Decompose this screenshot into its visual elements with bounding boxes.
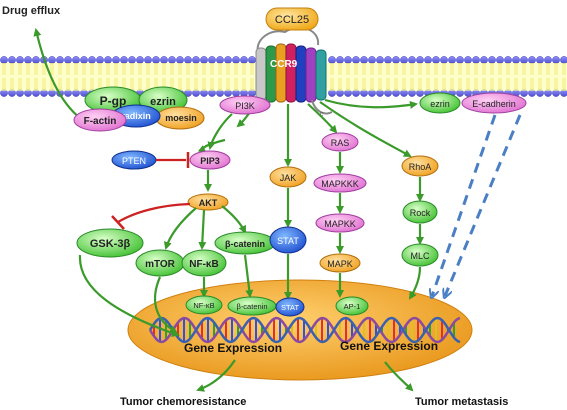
gsk3b-label: GSK-3β <box>90 238 131 250</box>
rock-label: Rock <box>410 208 431 218</box>
ccr9-receptor: c CCR9 <box>255 26 333 118</box>
mapkk-label: MAPKK <box>324 219 356 229</box>
mapk-node: MAPK <box>319 253 361 273</box>
nfkb-label: NF-κB <box>189 259 218 270</box>
nucleus-input-arrows <box>78 254 422 337</box>
akt-label: AKT <box>199 198 218 208</box>
radixin-label: radixin <box>121 111 151 121</box>
ecadherin-complex: ezrin E-cadherin <box>419 92 527 114</box>
pten-label: PTEN <box>122 156 146 166</box>
rock-node: Rock <box>402 200 438 224</box>
mtor-node: mTOR <box>135 249 185 277</box>
pi3k-label: PI3K <box>235 101 255 111</box>
nuclear-nfkb: NF-κB <box>185 295 223 315</box>
nfkb-node: NF-κB <box>181 249 227 277</box>
bcatenin-label: β-catenin <box>225 239 265 249</box>
ezrin-right-label: ezrin <box>430 99 450 109</box>
akt-node: AKT <box>187 193 229 211</box>
nuclear-stat: STAT <box>275 297 305 317</box>
ecadherin-dashed-arrows <box>432 114 522 296</box>
rhoa-node: RhoA <box>401 155 439 177</box>
nuclear-bcatenin: β-catenin <box>227 296 277 316</box>
ccl25-label: CCL25 <box>275 14 309 26</box>
ccl25-node: CCL25 <box>265 7 319 31</box>
nuclear-nfkb-label: NF-κB <box>193 301 214 310</box>
akt-inhibits-gsk3b <box>111 202 191 230</box>
jak-label: JAK <box>280 173 297 183</box>
mapkk-node: MAPKK <box>315 213 365 233</box>
mlc-node: MLC <box>401 243 439 267</box>
nucleus <box>127 279 473 381</box>
svg-text:c: c <box>320 111 324 118</box>
ras-node: RAS <box>321 132 359 152</box>
gsk3b-node: GSK-3β <box>76 228 144 258</box>
receptor-arrows <box>197 98 418 167</box>
gene-expression-left: Gene Expression <box>184 341 282 355</box>
nuclear-bcatenin-label: β-catenin <box>237 302 268 311</box>
mapkkk-label: MAPKKK <box>321 179 359 189</box>
rhoa-label: RhoA <box>409 162 432 172</box>
drug-efflux-label: Drug efflux <box>2 5 61 17</box>
mlc-label: MLC <box>410 251 430 261</box>
nuclear-ap1-label: AP-1 <box>344 302 361 311</box>
factin-label: F-actin <box>84 116 117 127</box>
pip3-node: PIP3 <box>189 150 231 170</box>
ezrin-label: ezrin <box>150 96 176 108</box>
mapk-label: MAPK <box>327 259 353 269</box>
mapkkk-node: MAPKKK <box>313 173 367 193</box>
nuclear-stat-label: STAT <box>281 303 299 312</box>
nucleus-output-arrows <box>196 359 414 392</box>
bcatenin-node: β-catenin <box>214 231 276 255</box>
dna-helix <box>148 316 461 344</box>
ecadherin-label: E-cadherin <box>472 99 516 109</box>
pgp-complex: P-gp ezrin moesin radixin F-actin <box>73 86 205 132</box>
tumor-metastasis-label: Tumor metastasis <box>415 396 508 408</box>
stat-label: STAT <box>277 236 299 246</box>
jak-node: JAK <box>269 166 307 188</box>
ccr9-label: CCR9 <box>270 59 298 70</box>
pten-node: PTEN <box>111 150 157 170</box>
gene-expression-right: Gene Expression <box>340 339 438 353</box>
ras-label: RAS <box>331 138 350 148</box>
stat-node: STAT <box>269 226 307 254</box>
pi3k-to-pip3-arrow <box>207 113 233 150</box>
pi3k-node: PI3K <box>219 95 271 115</box>
mtor-label: mTOR <box>145 259 176 270</box>
akt-outgoing-arrows <box>163 205 246 250</box>
pgp-label: P-gp <box>100 94 127 108</box>
pip3-label: PIP3 <box>200 156 220 166</box>
nuclear-ap1: AP-1 <box>335 296 369 316</box>
pten-inhibits-pip3 <box>156 152 190 168</box>
tumor-chemoresistance-label: Tumor chemoresistance <box>120 396 246 408</box>
moesin-label: moesin <box>165 113 197 123</box>
